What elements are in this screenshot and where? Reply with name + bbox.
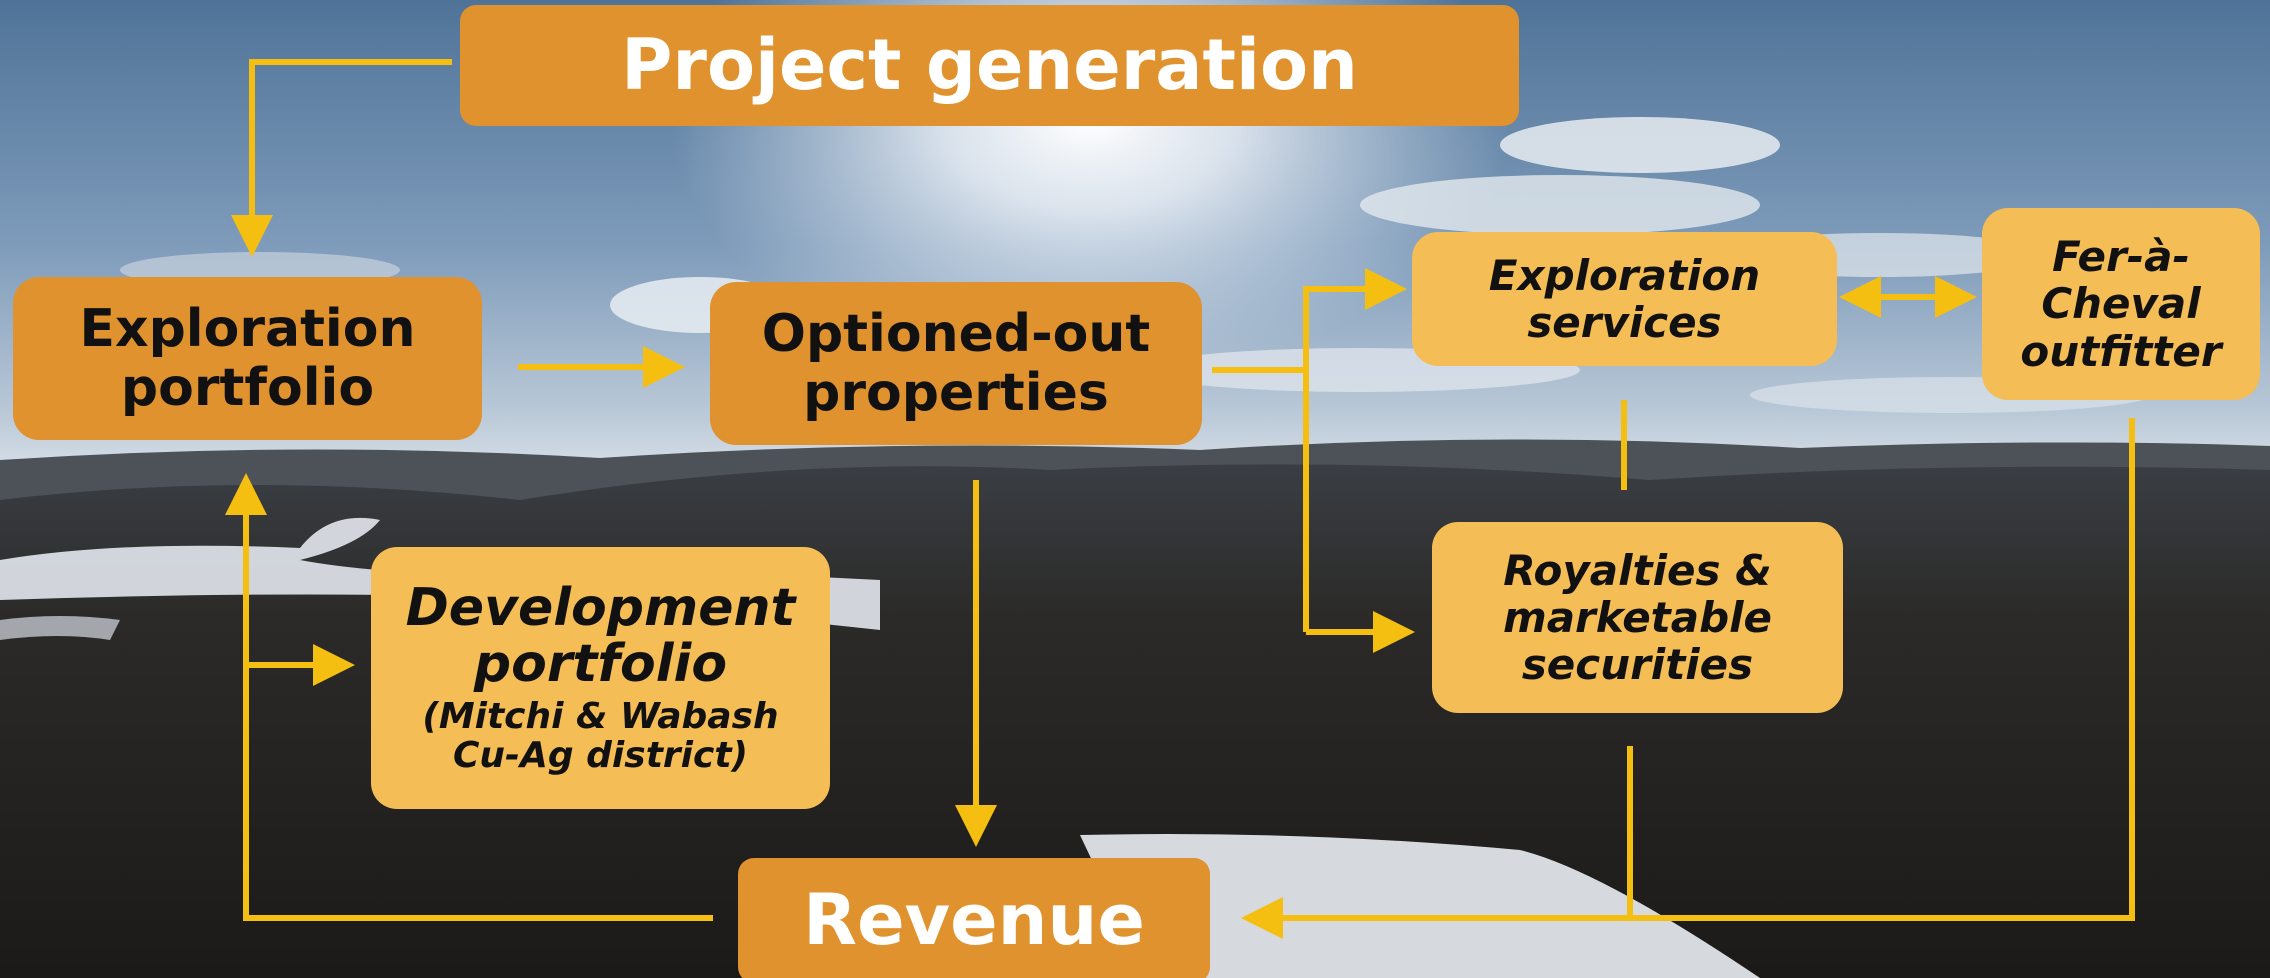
- optioned-out-line2: properties: [803, 362, 1109, 423]
- exploration-portfolio-line1: Exploration: [79, 299, 416, 360]
- exploration-services-box: Exploration services: [1412, 232, 1837, 366]
- exploration-portfolio-box: Exploration portfolio: [13, 277, 482, 440]
- revenue-label: Revenue: [803, 879, 1145, 962]
- royalties-line2: marketable: [1502, 592, 1773, 642]
- project-generation-box: Project generation: [460, 5, 1519, 126]
- fer-a-cheval-line2: Cheval: [2041, 279, 2201, 329]
- royalties-line1: Royalties &: [1503, 545, 1772, 595]
- project-generation-label: Project generation: [621, 24, 1358, 107]
- development-portfolio-line3: (Mitchi & Wabash: [422, 696, 779, 738]
- fer-a-cheval-outfitter-box: Fer-à- Cheval outfitter: [1982, 208, 2260, 400]
- development-portfolio-line4: Cu-Ag district): [453, 735, 748, 777]
- optioned-out-properties-box: Optioned-out properties: [710, 282, 1202, 445]
- arrow-fer-to-revenue: [1241, 418, 2135, 939]
- optioned-out-line1: Optioned-out: [761, 304, 1151, 365]
- exploration-services-line2: services: [1527, 298, 1722, 347]
- royalties-line3: securities: [1521, 640, 1754, 690]
- arrow-branch-to-services: [1303, 268, 1407, 632]
- arrow-project-to-exploration: [231, 59, 452, 257]
- development-portfolio-line2: portfolio: [473, 634, 728, 695]
- fer-a-cheval-line3: outfitter: [2020, 326, 2222, 376]
- development-portfolio-line1: Development: [405, 577, 796, 638]
- development-portfolio-box: Development portfolio (Mitchi & Wabash C…: [371, 547, 830, 809]
- fer-a-cheval-line1: Fer-à-: [2052, 232, 2190, 282]
- royalties-securities-box: Royalties & marketable securities: [1432, 522, 1843, 713]
- exploration-portfolio-line2: portfolio: [120, 357, 375, 418]
- arrow-revenue-to-exploration: [225, 473, 713, 921]
- revenue-box: Revenue: [738, 858, 1210, 978]
- exploration-services-line1: Exploration: [1488, 250, 1761, 300]
